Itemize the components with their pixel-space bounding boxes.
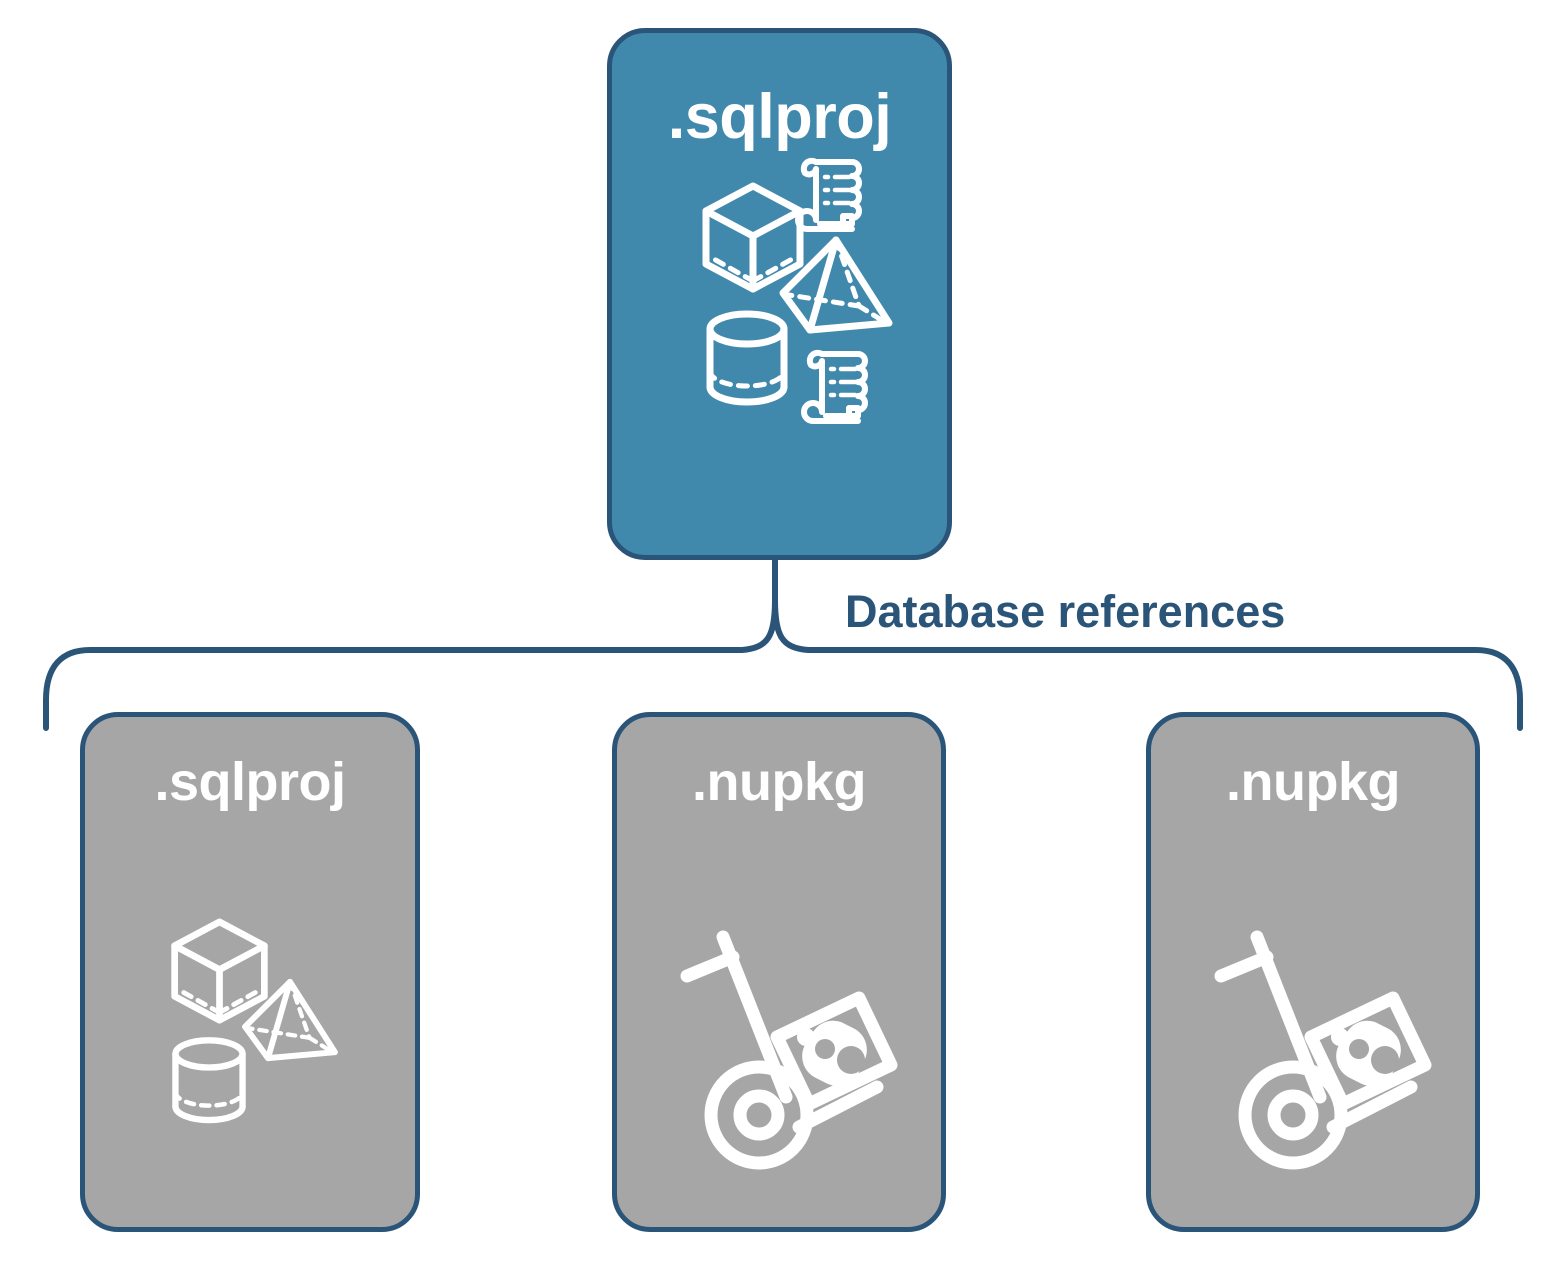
reference-card-icon-group — [617, 813, 941, 1227]
scroll-icon — [801, 349, 868, 424]
project-card-title: .sqlproj — [667, 82, 892, 152]
connector-label-database-references: Database references — [845, 586, 1286, 637]
reference-card-sqlproj[interactable]: .sqlproj — [80, 712, 420, 1232]
reference-card-nupkg-2[interactable]: .nupkg — [1146, 712, 1480, 1232]
pyramid-icon — [779, 236, 893, 334]
project-card-sqlproj[interactable]: .sqlproj — [607, 28, 952, 560]
reference-card-title: .sqlproj — [154, 752, 346, 812]
project-card-icon-group — [612, 153, 947, 555]
pyramid-icon — [242, 978, 338, 1062]
cylinder-icon — [706, 310, 788, 406]
reference-card-title: .nupkg — [1226, 752, 1400, 812]
reference-card-title: .nupkg — [692, 752, 866, 812]
reference-card-nupkg-1[interactable]: .nupkg — [612, 712, 946, 1232]
cube-icon — [171, 918, 268, 1024]
reference-card-icon-group — [85, 813, 415, 1227]
reference-card-icon-group — [1151, 813, 1475, 1227]
package-hand-truck-icon — [1214, 930, 1432, 1170]
package-hand-truck-icon — [680, 930, 898, 1170]
cylinder-icon — [172, 1037, 246, 1124]
scroll-icon — [795, 157, 862, 232]
